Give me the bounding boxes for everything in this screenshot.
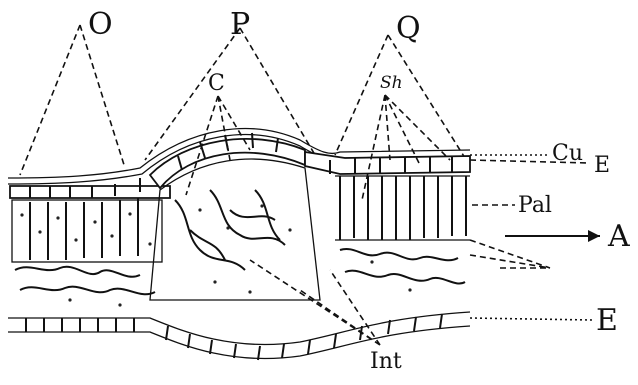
stipple-texture bbox=[20, 204, 411, 306]
label-int: Int bbox=[370, 349, 402, 374]
label-cu: Cu bbox=[552, 141, 583, 166]
label-o: O bbox=[88, 7, 113, 42]
label-e-upper: E bbox=[594, 153, 610, 178]
upper-epidermis bbox=[10, 133, 470, 198]
vein-region-p bbox=[150, 159, 320, 300]
palisade-layer-q bbox=[335, 176, 470, 240]
label-leaders bbox=[186, 95, 592, 345]
label-q: Q bbox=[396, 11, 421, 46]
label-c: C bbox=[208, 71, 225, 96]
label-p: P bbox=[230, 7, 250, 42]
palisade-layer-o bbox=[12, 198, 162, 262]
label-a: A bbox=[607, 219, 630, 254]
arrow-a-icon bbox=[505, 230, 600, 242]
label-e-lower: E bbox=[596, 303, 618, 338]
spongy-mesophyll bbox=[15, 249, 465, 294]
label-pal: Pal bbox=[518, 193, 552, 218]
label-sh: Sh bbox=[380, 73, 403, 93]
